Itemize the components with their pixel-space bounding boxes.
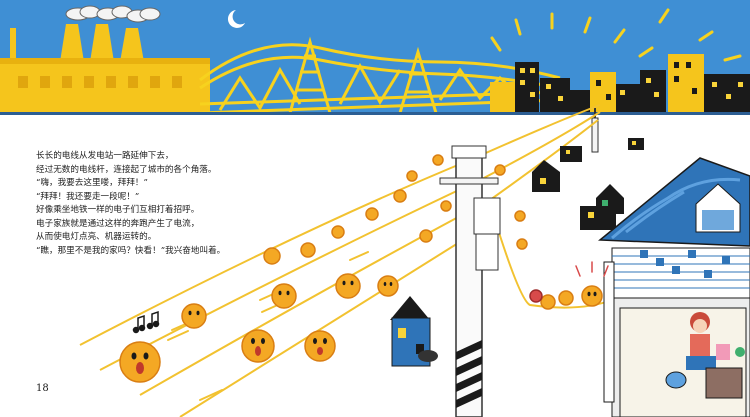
story-line: 长长的电线从发电站一路延伸下去， xyxy=(36,151,174,161)
electron-character-icon xyxy=(432,154,444,166)
electron-character-icon xyxy=(304,330,336,362)
moon-icon xyxy=(227,10,245,28)
electron-character-icon xyxy=(581,285,603,307)
girl-character xyxy=(665,312,745,399)
electron-character-icon xyxy=(365,207,379,221)
electron-character-icon xyxy=(540,294,556,310)
electron-character-icon xyxy=(377,275,399,297)
electron-character-icon xyxy=(271,283,297,309)
story-line: 经过无数的电线杆，连接起了城市的各个角落。 xyxy=(36,164,217,175)
story-text: 长长的电线从发电站一路延伸下去， 经过无数的电线杆，连接起了城市的各个角落。 “… xyxy=(36,150,286,258)
house-icon xyxy=(597,157,750,417)
electron-character-icon xyxy=(514,210,526,222)
electron-character-icon xyxy=(263,247,281,265)
city-skyline xyxy=(490,54,750,113)
story-line: “嗨，我要去这里喽，拜拜！” xyxy=(36,178,148,188)
small-blue-house xyxy=(390,296,438,367)
smoke-clouds xyxy=(65,5,161,23)
electron-character-icon xyxy=(494,164,506,176)
distant-houses xyxy=(532,138,644,230)
electron-character-icon xyxy=(331,225,345,239)
page-number: 18 xyxy=(36,383,49,394)
electron-character-icon xyxy=(440,200,452,212)
electron-character-icon xyxy=(393,189,407,203)
story-line: 电子家族就是通过这样的奔跑产生了电流， xyxy=(36,218,200,229)
sun-rays xyxy=(490,8,742,62)
story-line: 从而使电灯点亮、机器运转的。 xyxy=(36,232,157,242)
story-line: “拜拜！我还要走一段呢！” xyxy=(36,191,140,202)
factory-icon xyxy=(0,24,210,113)
electron-character-icon xyxy=(516,238,528,250)
electron-character-icon xyxy=(419,229,433,243)
electron-character-icon xyxy=(406,170,418,182)
excitement-lines xyxy=(575,261,609,277)
electron-character-icon xyxy=(300,242,316,258)
electron-character-icon xyxy=(558,290,574,306)
story-line: 好像乘坐地铁一样的电子们互相打着招呼。 xyxy=(36,205,200,215)
electron-characters xyxy=(119,154,603,383)
utility-pole-icon xyxy=(439,145,501,417)
electron-character-icon xyxy=(335,273,361,299)
electron-character-icon xyxy=(181,303,207,329)
electron-faces xyxy=(131,280,597,374)
story-line: “瞧，那里不是我的家吗？快看！”我兴奋地叫着。 xyxy=(36,245,226,256)
utility-pole-far xyxy=(591,108,599,153)
electron-character-icon xyxy=(529,289,543,303)
music-note-icon xyxy=(132,310,160,334)
